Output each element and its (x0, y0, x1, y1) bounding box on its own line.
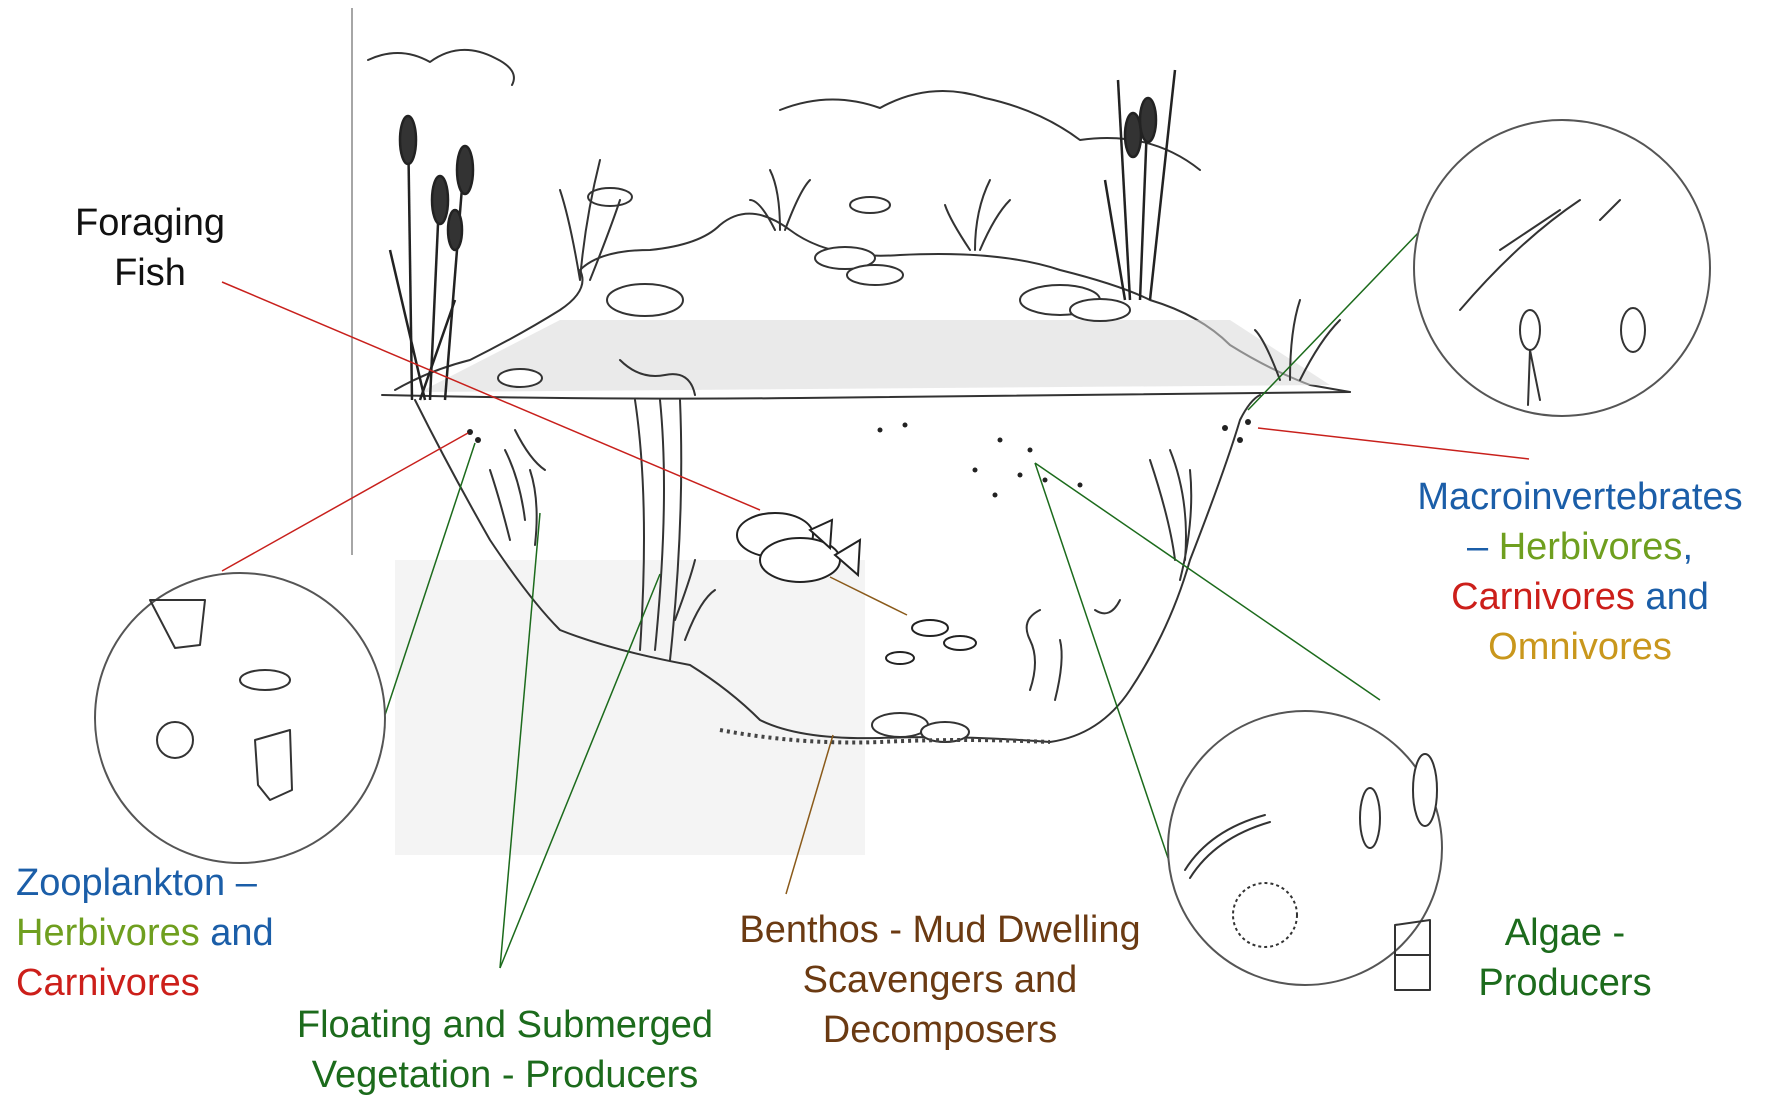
macro-red-line (1258, 428, 1529, 459)
drawing-shade (395, 560, 865, 855)
algae-line2: Producers (1455, 958, 1675, 1008)
macroinvertebrates-line2: – Herbivores, (1390, 522, 1770, 572)
cloud-outline (368, 50, 514, 85)
vegetation-line1: Floating and Submerged (260, 1000, 750, 1050)
macroinvertebrates-line1: Macroinvertebrates (1390, 472, 1770, 522)
foraging-fish-line2: Fish (60, 248, 240, 298)
surface-shading (420, 320, 1330, 392)
algae-line-1 (1035, 463, 1380, 700)
zooplankton-and: and (200, 912, 274, 954)
benthos-worms (872, 600, 1120, 742)
macroinvertebrates-label: Macroinvertebrates – Herbivores, Carnivo… (1390, 472, 1770, 672)
zooplankton-herbivores: Herbivores (16, 912, 200, 954)
macro-and: and (1635, 576, 1709, 618)
zooplankton-inset (95, 573, 385, 863)
algae-line1: Algae - (1455, 908, 1675, 958)
vegetation-label: Floating and Submerged Vegetation - Prod… (260, 1000, 750, 1100)
zooplankton-red-line (222, 433, 468, 571)
macro-carnivores: Carnivores (1451, 576, 1635, 618)
water-surface-line (382, 392, 1350, 399)
algae-inset (1168, 711, 1442, 990)
algae-label: Algae - Producers (1455, 908, 1675, 1008)
macro-herbivores: Herbivores (1499, 526, 1683, 568)
foraging-fish-line1: Foraging (60, 198, 240, 248)
macroinvertebrates-line3: Carnivores and (1390, 572, 1770, 622)
benthos-line2: Scavengers and (700, 955, 1180, 1005)
cattails-left (390, 116, 473, 400)
zooplankton-line2: Herbivores and (16, 908, 346, 958)
vegetation-line2: Vegetation - Producers (260, 1050, 750, 1100)
zooplankton-line1: Zooplankton – (16, 858, 346, 908)
macroinvertebrates-inset (1414, 120, 1710, 416)
macro-dash: – (1467, 526, 1499, 568)
benthos-line3: Decomposers (700, 1005, 1180, 1055)
macro-comma: , (1682, 526, 1693, 568)
foraging-fish-label: Foraging Fish (60, 198, 240, 298)
benthos-label: Benthos - Mud Dwelling Scavengers and De… (700, 905, 1180, 1055)
macro-green-line (1248, 205, 1445, 410)
zooplankton-label: Zooplankton – Herbivores and Carnivores (16, 858, 346, 1008)
organism-dots (467, 419, 1251, 498)
cattails-right (1105, 70, 1175, 300)
macro-omnivores: Omnivores (1390, 622, 1770, 672)
benthos-line1: Benthos - Mud Dwelling (700, 905, 1180, 955)
